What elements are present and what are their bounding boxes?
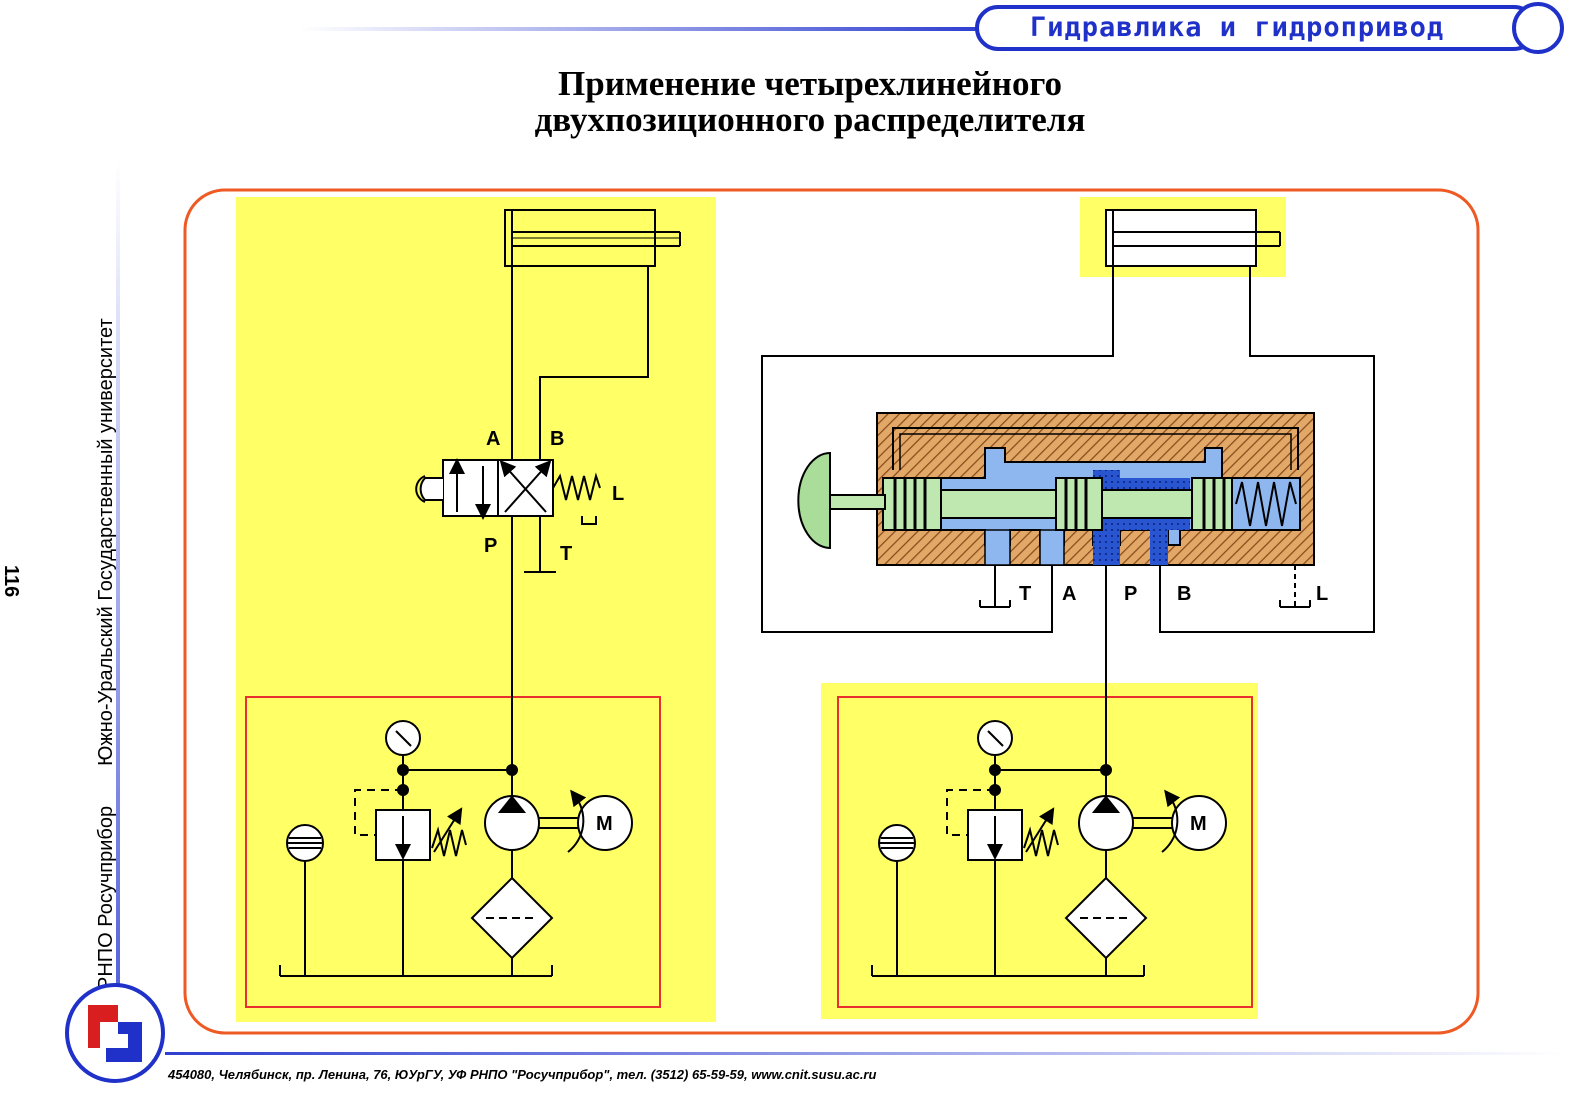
header-line xyxy=(300,27,980,31)
right-lines xyxy=(761,266,1375,770)
header-cap-circle xyxy=(1512,2,1564,54)
footer-address: 454080, Челябинск, пр. Ленина, 76, ЮУрГУ… xyxy=(168,1067,877,1082)
right-port-b: B xyxy=(1177,583,1191,605)
left-port-b: B xyxy=(550,428,564,450)
right-valve-cutaway xyxy=(797,412,1315,566)
left-port-t: T xyxy=(560,543,572,565)
left-yellow-panel xyxy=(236,197,716,1022)
right-motor-label: M xyxy=(1190,813,1207,835)
header-title: Гидравлика и гидропривод xyxy=(1030,12,1445,43)
left-pump-unit xyxy=(279,720,633,977)
right-cylinder xyxy=(1105,209,1281,267)
left-directional-valve xyxy=(415,458,601,525)
diagram-frame xyxy=(183,188,1480,1035)
left-motor-label: M xyxy=(596,813,613,835)
footer-line xyxy=(165,1052,1565,1055)
left-port-l: L xyxy=(612,483,624,505)
logo xyxy=(65,983,165,1083)
slide-title: Применение четырехлинейного двухпозицион… xyxy=(450,66,1170,138)
right-port-p: P xyxy=(1124,583,1137,605)
slide-title-line2: двухпозиционного распределителя xyxy=(534,100,1086,139)
left-accent-bar xyxy=(116,160,120,1040)
right-pump-unit xyxy=(871,720,1227,977)
right-port-t: T xyxy=(1019,583,1031,605)
left-pump-unit-box xyxy=(245,696,661,1008)
left-cylinder xyxy=(504,209,681,267)
slide-title-line1: Применение четырехлинейного xyxy=(558,64,1062,103)
right-port-l: L xyxy=(1316,583,1328,605)
right-port-a: A xyxy=(1062,583,1076,605)
header-frame xyxy=(975,5,1537,51)
right-pump-unit-box xyxy=(837,696,1253,1008)
left-lines xyxy=(511,266,649,770)
left-port-a: A xyxy=(486,428,500,450)
left-port-p: P xyxy=(484,535,497,557)
